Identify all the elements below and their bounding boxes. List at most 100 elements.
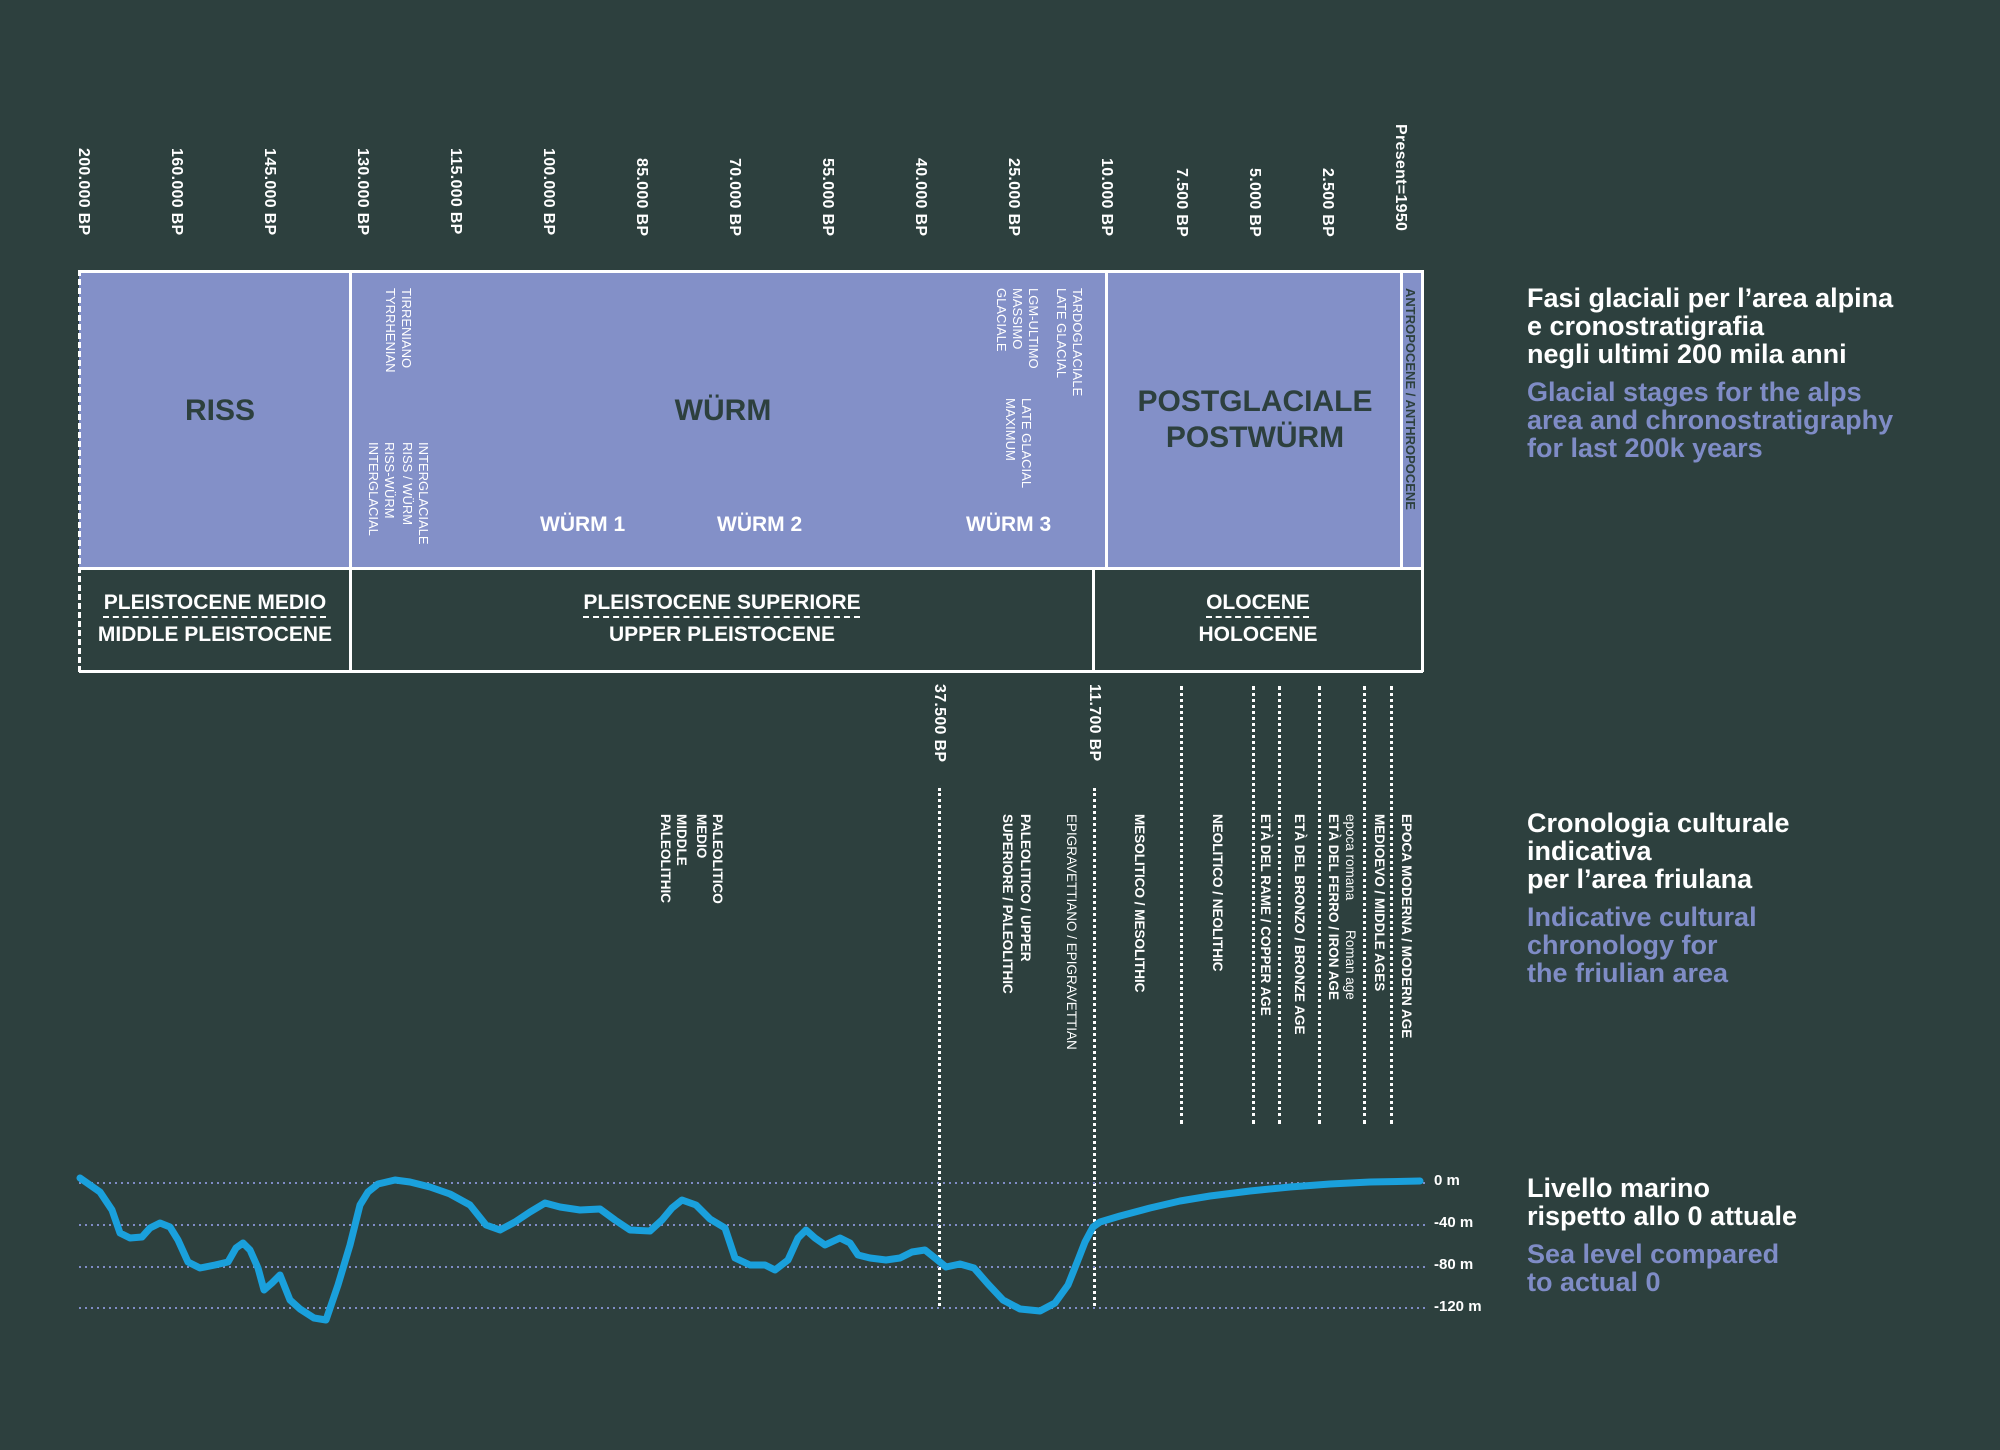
legend-cultural-it-2: indicativa [1527, 836, 1652, 866]
paleo-medio-label-2: MEDIO [694, 814, 709, 859]
interglacial-label: INTERGLACIAL [366, 442, 381, 536]
rame-label: ETÀ DEL RAME / COPPER AGE [1258, 814, 1273, 1016]
tick-label: 85.000 BP [633, 158, 650, 237]
tick-label: 25.000 BP [1005, 158, 1022, 237]
epigravettiano-label: EPIGRAVETTIANO / EPIGRAVETTIAN [1064, 814, 1079, 1050]
tick-label: 5.000 BP [1246, 168, 1263, 238]
legend-cultural-it-1: Cronologia culturale [1527, 808, 1790, 838]
epoch-upper-it: PLEISTOCENE SUPERIORE [583, 591, 861, 614]
legend-sea-it-2: rispetto allo 0 attuale [1527, 1201, 1798, 1231]
medioevo-label: MEDIOEVO / MIDDLE AGES [1372, 814, 1387, 992]
dotted-line-middle-ages [1363, 686, 1366, 1124]
tyrrhenian-label: TYRRHENIAN [383, 288, 398, 373]
paleo-medio-label-3: MIDDLE [674, 814, 689, 866]
legend-cultural-en-1: Indicative cultural [1527, 902, 1757, 932]
legend-cultural-en-2: chronology for [1527, 930, 1718, 960]
divider-post-antro [1400, 270, 1403, 570]
tick-label: 100.000 BP [540, 148, 557, 236]
tick-label: 7.500 BP [1173, 168, 1190, 238]
band-border-left [78, 270, 81, 672]
riss-wurm-label: RISS / WÜRM [400, 442, 415, 526]
glacial-band [79, 271, 1423, 569]
divider-riss-wurm [349, 270, 352, 672]
bp-37500-label: 37.500 BP [931, 684, 948, 763]
tick-label: 160.000 BP [168, 148, 185, 236]
dotted-line-37500 [938, 788, 941, 1306]
legend-glacial-en-1: Glacial stages for the alps [1527, 377, 1862, 407]
bronzo-label: ETÀ DEL BRONZO / BRONZE AGE [1292, 814, 1307, 1035]
wurm1-label: WÜRM 1 [540, 513, 626, 536]
paleo-sup-label-2: SUPERIORE / PALEOLITHIC [1000, 814, 1015, 994]
massimo-label: MASSIMO [1010, 288, 1025, 350]
tick-label: 115.000 BP [447, 148, 464, 235]
glaciale-label: GLACIALE [994, 288, 1009, 352]
epoch-holocene: OLOCENE HOLOCENE [1095, 587, 1421, 651]
epoch-holo-en: HOLOCENE [1198, 623, 1318, 646]
legend-glacial-it-1: Fasi glaciali per l’area alpina [1527, 283, 1894, 313]
band-border-right [1421, 270, 1424, 672]
postglaciale-it: POSTGLACIALE [1137, 385, 1373, 418]
sea-label-120: -120 m [1434, 1298, 1482, 1315]
tardoglaciale-label: TARDOGLACIALE [1070, 288, 1085, 397]
tick-label: 10.000 BP [1098, 158, 1115, 237]
maximum-label: MAXIMUM [1003, 398, 1018, 461]
sea-label-40: -40 m [1434, 1214, 1474, 1231]
wurm3-label: WÜRM 3 [966, 513, 1052, 536]
epoch-holo-it: OLOCENE [1206, 591, 1310, 614]
riss-wurm-en-label: RISS-WÜRM [382, 442, 397, 519]
bp-11700-label: 11.700 BP [1086, 684, 1103, 762]
epoch-upper-pleistocene: PLEISTOCENE SUPERIORE UPPER PLEISTOCENE [352, 587, 1092, 651]
lgm-ultimo-label: LGM-ULTIMO [1026, 288, 1041, 369]
band-border-middle [79, 567, 1423, 570]
legend-sea-en-2: to actual 0 [1527, 1267, 1661, 1297]
tick-label: Present=1950 [1392, 124, 1409, 232]
late-glacial-2-label: LATE GLACIAL [1019, 398, 1034, 489]
wurm2-label: WÜRM 2 [717, 513, 803, 536]
moderna-label: EPOCA MODERNA / MODERN AGE [1399, 814, 1414, 1039]
band-border-top [79, 270, 1423, 273]
dotted-line-iron [1318, 686, 1321, 1124]
roman-age-label: Roman age [1343, 930, 1358, 1000]
dotted-line-modern [1390, 686, 1393, 1124]
dotted-line-neolithic [1180, 686, 1183, 1124]
legend-glacial-it-2: e cronostratigrafia [1527, 311, 1765, 341]
tirreniano-label: TIRRENIANO [399, 288, 414, 369]
tick-label: 145.000 BP [261, 148, 278, 236]
neolitico-label: NEOLITICO / NEOLITHIC [1210, 814, 1225, 972]
epoch-upper-en: UPPER PLEISTOCENE [609, 623, 835, 646]
paleo-sup-label-1: PALEOLITICO / UPPER [1018, 814, 1033, 962]
epoch-middle-pleistocene: PLEISTOCENE MEDIO MIDDLE PLEISTOCENE [82, 587, 348, 651]
period-riss: RISS [184, 394, 256, 427]
dotted-line-11700 [1093, 788, 1096, 1306]
divider-wurm-post [1105, 270, 1108, 570]
legend-glacial-en-3: for last 200k years [1527, 433, 1763, 463]
antropocene-label: ANTROPOCENE / ANTHROPOCENE [1403, 288, 1418, 510]
epoch-middle-en: MIDDLE PLEISTOCENE [97, 623, 333, 646]
tick-label: 2.500 BP [1319, 168, 1336, 238]
tick-label: 130.000 BP [354, 148, 371, 236]
mesolitico-label: MESOLITICO / MESOLITHIC [1132, 814, 1147, 993]
sea-level-gridlines [79, 1182, 1425, 1309]
sea-label-80: -80 m [1434, 1256, 1474, 1273]
period-postglaciale: POSTGLACIALE POSTWÜRM [1120, 384, 1390, 456]
tick-label: 200.000 BP [75, 148, 92, 236]
epoch-middle-it: PLEISTOCENE MEDIO [103, 591, 327, 614]
divider-upper-holo [1092, 567, 1095, 672]
postglaciale-en: POSTWÜRM [1165, 421, 1345, 454]
tick-label: 55.000 BP [819, 158, 836, 237]
tick-label: 40.000 BP [912, 158, 929, 237]
period-wurm: WÜRM [674, 394, 772, 427]
band-border-bottom [79, 670, 1423, 673]
legend-glacial-en-2: area and chronostratigraphy [1527, 405, 1894, 435]
legend-cultural-en-3: the friulian area [1527, 958, 1729, 988]
legend-glacial-it-3: negli ultimi 200 mila anni [1527, 339, 1847, 369]
legend-cultural-it-3: per l’area friulana [1527, 864, 1753, 894]
late-glacial-label: LATE GLACIAL [1054, 288, 1069, 379]
paleo-medio-label-1: PALEOLITICO [710, 814, 725, 904]
legend-sea-it-1: Livello marino [1527, 1173, 1711, 1203]
ferro-label: ETÀ DEL FERRO / IRON AGE [1326, 814, 1341, 1001]
sea-level-curve [76, 1174, 1424, 1324]
legend-sea-en-1: Sea level compared [1527, 1239, 1780, 1269]
sea-label-0: 0 m [1434, 1172, 1460, 1189]
dotted-line-bronze [1278, 686, 1281, 1124]
